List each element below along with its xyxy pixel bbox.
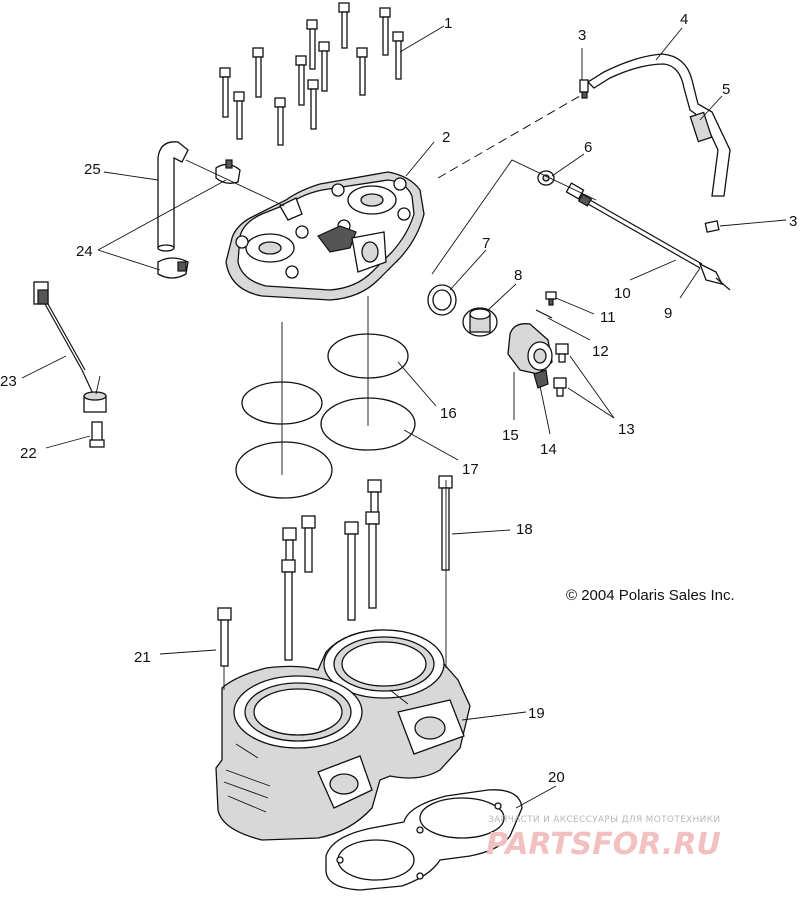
leader-lines bbox=[21, 25, 787, 809]
callout-20: 20 bbox=[548, 769, 565, 786]
temp-sensor-cable bbox=[565, 182, 731, 291]
sensor-screw bbox=[89, 421, 105, 448]
callout-18: 18 bbox=[516, 521, 533, 538]
head-o-rings bbox=[235, 333, 416, 499]
callout-6: 6 bbox=[584, 139, 592, 156]
callout-labels: 1 2 3 3 4 5 6 7 8 9 10 11 12 13 14 15 16… bbox=[0, 11, 797, 786]
assembly-lines bbox=[185, 95, 597, 690]
cylinder-block bbox=[215, 629, 471, 841]
watermark-brand: PARTSFOR.RU bbox=[486, 827, 721, 862]
hose-clamps bbox=[157, 159, 241, 279]
thermostat-housing bbox=[507, 323, 553, 375]
spring-pin-12 bbox=[535, 309, 553, 319]
callout-4: 4 bbox=[680, 11, 688, 28]
callout-7: 7 bbox=[482, 235, 490, 252]
callout-3-right: 3 bbox=[789, 213, 797, 230]
callout-22: 22 bbox=[20, 445, 37, 462]
callout-5: 5 bbox=[722, 81, 730, 98]
callout-12: 12 bbox=[592, 343, 609, 360]
callout-15: 15 bbox=[502, 427, 519, 444]
copyright-notice: © 2004 Polaris Sales Inc. bbox=[566, 587, 735, 604]
callout-1: 1 bbox=[444, 15, 452, 32]
watermark-tagline: ЗАПЧАСТИ И АКСЕССУАРЫ ДЛЯ МОТОТЕХНИКИ bbox=[488, 815, 720, 825]
head-bolts bbox=[219, 2, 404, 146]
thermostat bbox=[462, 307, 498, 337]
coolant-pipe bbox=[586, 53, 731, 197]
callout-23: 23 bbox=[0, 373, 17, 390]
thermostat-gasket bbox=[427, 284, 457, 316]
housing-screws-13 bbox=[553, 343, 569, 397]
callout-3-top: 3 bbox=[578, 27, 586, 44]
callout-11: 11 bbox=[600, 309, 616, 326]
callout-19: 19 bbox=[528, 705, 545, 722]
callout-25: 25 bbox=[84, 161, 101, 178]
callout-2: 2 bbox=[442, 129, 450, 146]
cylinder-head bbox=[225, 171, 425, 301]
bypass-hose bbox=[157, 141, 189, 252]
watermark: ЗАПЧАСТИ И АКСЕССУАРЫ ДЛЯ МОТОТЕХНИКИ PA… bbox=[486, 815, 721, 862]
callout-13: 13 bbox=[618, 421, 635, 438]
callout-16: 16 bbox=[440, 405, 457, 422]
clip-14 bbox=[533, 369, 549, 389]
callout-17: 17 bbox=[462, 461, 479, 478]
callout-24: 24 bbox=[76, 243, 93, 260]
callout-8: 8 bbox=[514, 267, 522, 284]
cylinder-bolts bbox=[281, 475, 453, 661]
base-gasket bbox=[325, 789, 523, 891]
callout-21: 21 bbox=[134, 649, 151, 666]
sensor-harness bbox=[33, 281, 107, 413]
screw-11 bbox=[545, 291, 557, 306]
callout-10: 10 bbox=[614, 285, 631, 302]
pipe-fitting-top bbox=[579, 79, 589, 99]
callout-14: 14 bbox=[540, 441, 557, 458]
cylinder-bolt-21 bbox=[217, 607, 232, 667]
callout-9: 9 bbox=[664, 305, 672, 322]
pipe-fitting-right bbox=[704, 220, 720, 233]
